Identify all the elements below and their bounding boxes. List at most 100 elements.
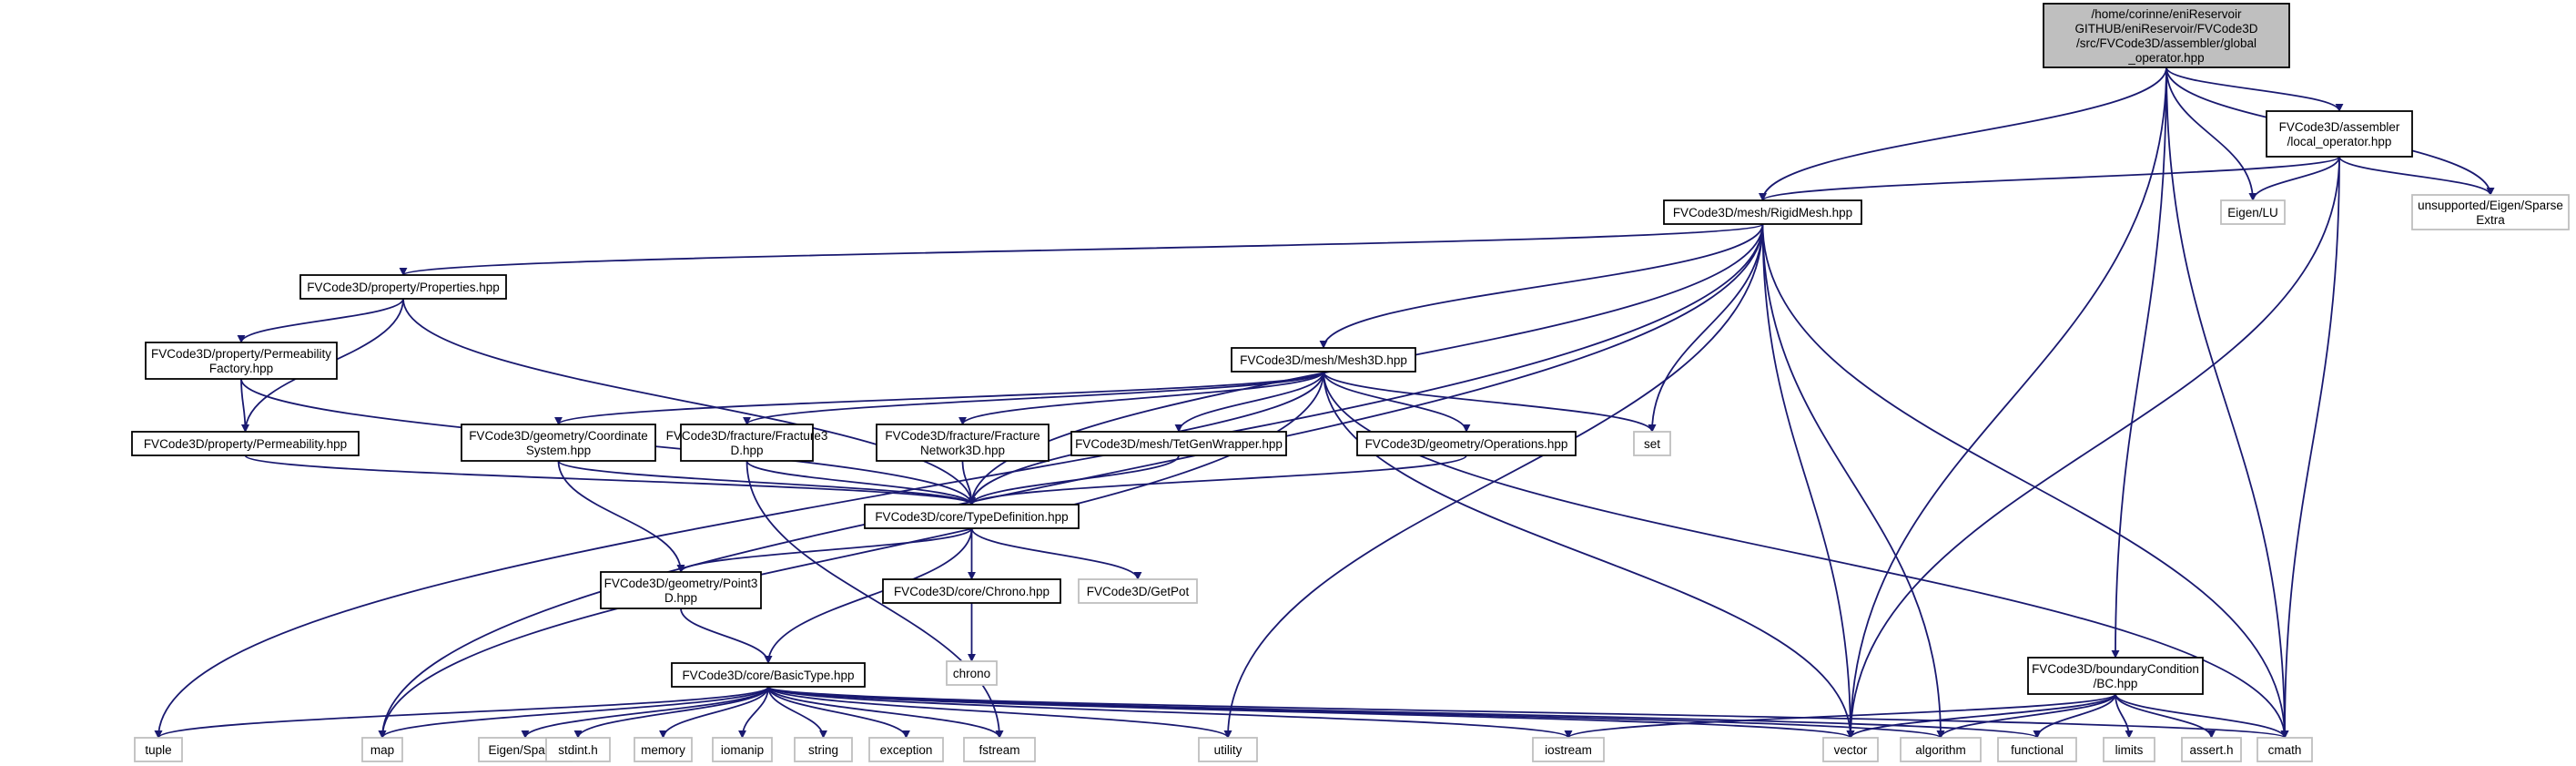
node-box (1822, 737, 1879, 762)
node-typedef[interactable]: FVCode3D/core/TypeDefinition.hpp (864, 504, 1080, 529)
dependency-edges (154, 66, 2495, 739)
node-label: unsupported/Eigen/Sparse (2418, 199, 2563, 212)
node-box (2043, 3, 2290, 68)
node-box (882, 578, 1061, 604)
node-map[interactable]: map (361, 737, 403, 762)
node-chrono[interactable]: chrono (946, 660, 998, 686)
node-fstream[interactable]: fstream (963, 737, 1036, 762)
node-assert[interactable]: assert.h (2181, 737, 2242, 762)
edge-root-to-local-operator (2165, 66, 2344, 112)
node-label: utility (1214, 743, 1242, 757)
edge-properties-to-typedef (402, 298, 976, 506)
node-label: FVCode3D/geometry/Operations.hpp (1365, 437, 1568, 451)
node-root[interactable]: /home/corinne/eniReservoirGITHUB/eniRese… (2043, 3, 2290, 68)
edge-bc-to-vector (1846, 693, 2116, 739)
node-string[interactable]: string (794, 737, 853, 762)
node-label: D.hpp (730, 444, 763, 457)
node-properties[interactable]: FVCode3D/property/Properties.hpp (299, 274, 507, 300)
node-box (299, 274, 507, 300)
node-getpot[interactable]: FVCode3D/GetPot (1078, 578, 1198, 604)
edge-basictype-to-fstream (767, 686, 1004, 739)
node-label: FVCode3D/geometry/Coordinate (469, 429, 648, 443)
node-box (712, 737, 773, 762)
node-label: FVCode3D/property/Permeability (151, 347, 331, 361)
node-stdint[interactable]: stdint.h (545, 737, 611, 762)
node-permeability[interactable]: FVCode3D/property/Permeability.hpp (131, 431, 360, 456)
edge-perm-factory-to-permeability (240, 378, 249, 433)
node-box (1070, 431, 1287, 456)
node-label: FVCode3D/property/Permeability.hpp (144, 437, 347, 451)
edge-mesh3d-to-operations (1323, 371, 1471, 433)
node-vector[interactable]: vector (1822, 737, 1879, 762)
node-cmath[interactable]: cmath (2257, 737, 2313, 762)
node-functional[interactable]: functional (1997, 737, 2077, 762)
edge-mesh3d-to-fracture3d (743, 371, 1324, 425)
node-tuple[interactable]: tuple (134, 737, 183, 762)
node-iostream[interactable]: iostream (1532, 737, 1605, 762)
node-local-operator[interactable]: FVCode3D/assembler/local_operator.hpp (2266, 110, 2413, 158)
node-label: memory (641, 743, 685, 757)
node-rigidmesh[interactable]: FVCode3D/mesh/RigidMesh.hpp (1663, 199, 1862, 225)
edge-bc-to-algorithm (1936, 693, 2116, 739)
node-box (1633, 431, 1671, 456)
edge-properties-to-perm-factory (237, 298, 404, 343)
node-label: FVCode3D/boundaryCondition (2032, 662, 2199, 676)
node-memory[interactable]: memory (634, 737, 693, 762)
node-label: assert.h (2189, 743, 2233, 757)
node-label: Extra (2476, 213, 2505, 227)
node-label: FVCode3D/geometry/Point3 (604, 577, 758, 590)
node-box (134, 737, 183, 762)
edge-bc-to-cmath (2115, 693, 2289, 739)
node-mesh3d[interactable]: FVCode3D/mesh/Mesh3D.hpp (1231, 347, 1416, 373)
node-chrono-hpp[interactable]: FVCode3D/core/Chrono.hpp (882, 578, 1061, 604)
node-box (946, 660, 998, 686)
edge-permeability-to-typedef (244, 454, 976, 506)
node-limits[interactable]: limits (2103, 737, 2155, 762)
edge-mesh3d-to-coordsys (554, 371, 1324, 425)
node-basictype[interactable]: FVCode3D/core/BasicType.hpp (671, 662, 866, 688)
node-label: FVCode3D/assembler (2279, 120, 2400, 134)
node-label: tuple (145, 743, 171, 757)
node-box (2103, 737, 2155, 762)
edge-basictype-to-exception (767, 686, 910, 739)
node-perm-factory[interactable]: FVCode3D/property/PermeabilityFactory.hp… (145, 342, 338, 380)
edge-mesh3d-to-vector (1323, 371, 1855, 739)
edge-local-operator-to-eigen-lu (2248, 156, 2340, 201)
node-label: Network3D.hpp (920, 444, 1005, 457)
node-box (145, 342, 338, 380)
node-tetgen[interactable]: FVCode3D/mesh/TetGenWrapper.hpp (1070, 431, 1287, 456)
node-label: iomanip (721, 743, 764, 757)
edge-local-operator-to-rigidmesh (1759, 156, 2340, 201)
node-label: map (370, 743, 394, 757)
node-box (1356, 431, 1577, 456)
node-label: Eigen/LU (2227, 206, 2278, 220)
node-eigen-lu[interactable]: Eigen/LU (2220, 199, 2286, 225)
edge-mesh3d-to-set (1323, 371, 1657, 433)
node-set[interactable]: set (1633, 431, 1671, 456)
node-box (1997, 737, 2077, 762)
edge-basictype-to-iomanip (738, 686, 769, 739)
node-algorithm[interactable]: algorithm (1900, 737, 1982, 762)
edge-root-to-rigidmesh (1759, 66, 2167, 201)
edge-typedef-to-basictype (764, 527, 973, 664)
edge-operations-to-typedef (968, 454, 1467, 506)
node-iomanip[interactable]: iomanip (712, 737, 773, 762)
node-label: /home/corinne/eniReservoir (2091, 7, 2242, 21)
edge-basictype-to-stdint (573, 686, 769, 739)
node-label: chrono (953, 667, 990, 680)
node-utility[interactable]: utility (1198, 737, 1258, 762)
node-label: FVCode3D/core/BasicType.hpp (682, 669, 854, 682)
node-operations[interactable]: FVCode3D/geometry/Operations.hpp (1356, 431, 1577, 456)
node-label: /BC.hpp (2094, 677, 2138, 690)
edge-typedef-to-getpot (970, 527, 1142, 580)
node-label: exception (880, 743, 933, 757)
node-label: GITHUB/eniReservoir/FVCode3D (2074, 22, 2257, 36)
node-box (545, 737, 611, 762)
node-exception[interactable]: exception (868, 737, 944, 762)
node-bc[interactable]: FVCode3D/boundaryCondition/BC.hpp (2027, 657, 2204, 695)
